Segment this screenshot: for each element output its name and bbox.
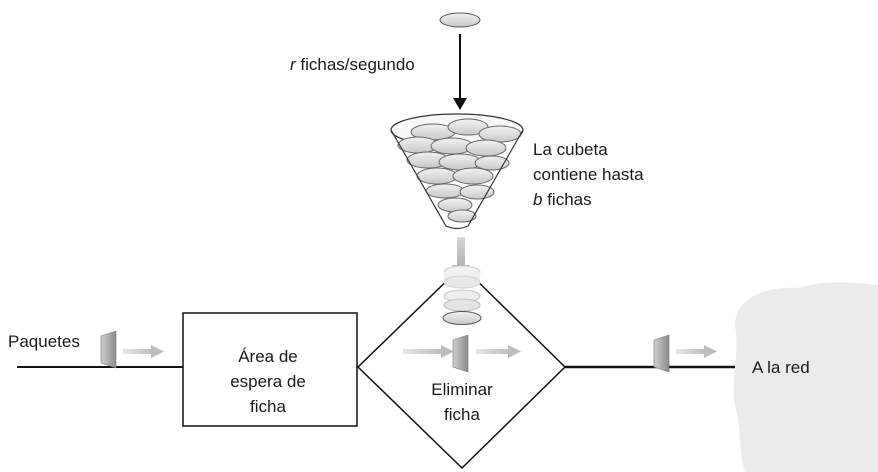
wait-area-line1: Área de (238, 347, 298, 366)
wait-area-line2: espera de (230, 372, 306, 391)
token-wait-area (182, 312, 358, 427)
remove-token-line2: ficha (444, 405, 480, 424)
outgoing-packet (653, 334, 717, 373)
bucket-label-line3: b fichas (533, 190, 592, 209)
token-drop-arrow (457, 237, 465, 267)
incoming-packet (100, 330, 164, 369)
packet-in-remove (403, 334, 521, 373)
bucket-tokens (397, 118, 522, 223)
rate-label: r fichas/segundo (290, 55, 415, 74)
token-rate-arrowhead (453, 98, 467, 110)
wait-area-line3: ficha (250, 397, 286, 416)
bucket-label-line2: contiene hasta (533, 165, 644, 184)
remove-token-line1: Eliminar (431, 380, 493, 399)
bucket-label: La cubeta (533, 140, 608, 159)
incoming-token (439, 12, 481, 28)
network-label: A la red (752, 358, 810, 377)
network-cloud (733, 282, 878, 472)
token-bucket (390, 113, 524, 230)
packets-label: Paquetes (8, 332, 80, 351)
token-stack (442, 265, 482, 325)
